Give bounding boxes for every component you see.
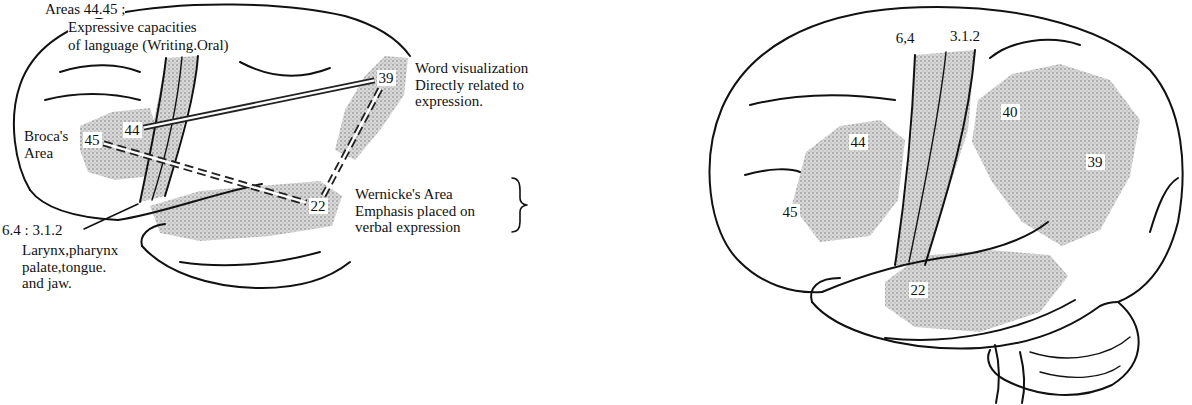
sulcus xyxy=(895,55,915,265)
brain-outline xyxy=(14,4,410,190)
note-text: Wernicke's Area Emphasis placed on verba… xyxy=(355,186,507,236)
note-text: Word visualization Directly related to e… xyxy=(415,60,557,110)
area-number: 44 xyxy=(849,134,868,151)
brain-outlines xyxy=(14,4,1183,403)
note-text: Areas 44.45 ; xyxy=(45,1,125,18)
sulcus xyxy=(165,56,198,196)
sulcus xyxy=(745,169,800,175)
brain-outline xyxy=(710,7,1183,302)
cerebellum-fold xyxy=(1040,366,1120,377)
temporal-pole xyxy=(811,278,840,302)
sulcus xyxy=(140,58,166,202)
cerebellum-fold xyxy=(1030,337,1130,358)
brainstem xyxy=(995,345,999,403)
sulcus xyxy=(925,50,975,265)
note-text: Expressive capacities xyxy=(68,19,197,36)
sulcus xyxy=(180,252,320,265)
area-number: 6,4 xyxy=(894,30,917,47)
sulcus xyxy=(45,94,140,100)
link-line xyxy=(144,80,375,127)
sulcus xyxy=(990,40,1080,58)
note-text: Larynx,pharynx palate,tongue. and jaw. xyxy=(22,242,126,292)
area-number: 45 xyxy=(85,132,100,149)
brainstem xyxy=(1020,352,1024,403)
wernicke-region xyxy=(150,181,342,241)
sulcus xyxy=(1150,178,1178,232)
broca-region xyxy=(792,120,905,242)
area-number: 44 xyxy=(125,122,140,139)
link-line-inner xyxy=(104,143,307,202)
temporal-lobe xyxy=(142,246,350,288)
area-number: 3.1.2 xyxy=(948,28,982,45)
central-sulcus xyxy=(152,57,182,200)
link-line xyxy=(323,88,380,196)
area-number: 22 xyxy=(311,198,326,215)
link-line xyxy=(104,143,307,202)
area-number: 22 xyxy=(909,282,928,299)
area-box: 22 xyxy=(309,198,328,215)
area-box: 44 xyxy=(123,122,142,139)
sulcus xyxy=(885,300,1075,340)
link-line-outer xyxy=(323,88,380,196)
motor-strip-region xyxy=(895,50,975,265)
brace xyxy=(512,178,527,232)
area-number: 40 xyxy=(1001,104,1020,121)
link-line-inner xyxy=(323,88,380,196)
link-line-outer xyxy=(104,143,307,202)
frontal-base xyxy=(740,262,822,292)
area-box: 45 xyxy=(83,132,102,149)
cerebellum xyxy=(988,302,1139,395)
area-number: 39 xyxy=(1086,154,1105,171)
link-line-inner xyxy=(144,80,375,127)
link-line-outer xyxy=(144,80,375,127)
sulcus xyxy=(750,95,895,105)
sylvian-fissure xyxy=(30,184,262,220)
temporal-lobe xyxy=(812,302,1118,348)
area-number: 45 xyxy=(781,204,800,221)
central-sulcus xyxy=(909,52,946,262)
leader-line xyxy=(84,204,138,229)
sulcus xyxy=(60,65,140,72)
sulcus xyxy=(240,62,330,76)
area-box: 39 xyxy=(377,70,396,87)
temporal-pole xyxy=(141,224,165,246)
note-text: of language (Writing.Oral) xyxy=(68,37,229,54)
note-text: Broca's Area xyxy=(24,128,80,161)
parietal-region xyxy=(972,64,1140,246)
shaded-areas xyxy=(80,50,1140,332)
note-text: 6.4 : 3.1.2 xyxy=(2,222,62,239)
area-number: 39 xyxy=(379,70,394,87)
